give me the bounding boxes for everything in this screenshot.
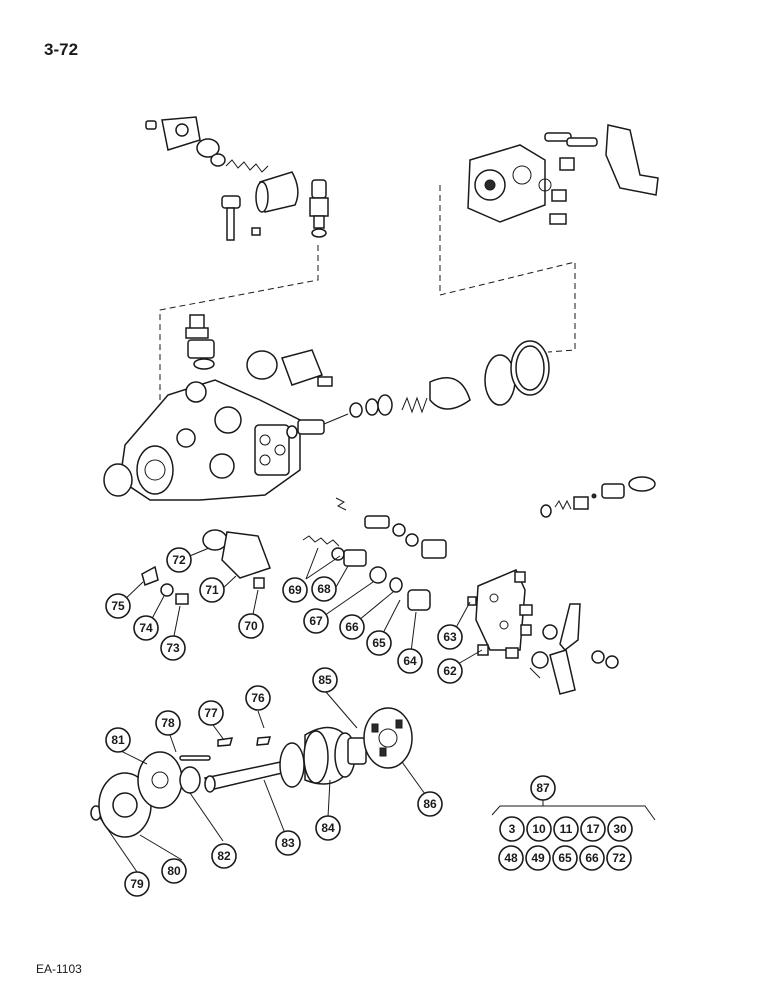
svg-text:67: 67 <box>309 614 323 628</box>
callout-68: 68 <box>311 576 337 602</box>
kit-item-10: 10 <box>526 816 552 842</box>
svg-text:72: 72 <box>172 553 186 567</box>
control-shaft-group <box>286 340 550 439</box>
callout-80: 80 <box>161 858 187 884</box>
callout-82: 82 <box>211 843 237 869</box>
svg-text:63: 63 <box>443 630 457 644</box>
svg-text:66: 66 <box>585 851 599 865</box>
svg-text:75: 75 <box>111 599 125 613</box>
callout-70: 70 <box>238 613 264 639</box>
svg-text:48: 48 <box>504 851 518 865</box>
assembly-guide-lines <box>159 185 576 425</box>
svg-text:87: 87 <box>536 781 550 795</box>
callout-72: 72 <box>166 547 192 573</box>
kit-item-48: 48 <box>498 845 524 871</box>
page-number: 3-72 <box>44 40 79 59</box>
kit-item-49: 49 <box>525 845 551 871</box>
svg-text:66: 66 <box>345 620 359 634</box>
plate-and-fitting-group <box>141 529 271 605</box>
callout-87: 87 <box>530 775 556 801</box>
svg-text:65: 65 <box>558 851 572 865</box>
svg-text:64: 64 <box>403 654 417 668</box>
svg-text:78: 78 <box>161 716 175 730</box>
pump-housing <box>103 314 333 501</box>
callout-76: 76 <box>245 685 271 711</box>
svg-text:30: 30 <box>613 822 627 836</box>
callout-85: 85 <box>312 667 338 693</box>
governor-valve-group <box>145 116 329 241</box>
governor-lever-group <box>467 569 619 695</box>
callout-84: 84 <box>315 815 341 841</box>
callout-64: 64 <box>397 648 423 674</box>
callout-86: 86 <box>417 791 443 817</box>
svg-text:49: 49 <box>531 851 545 865</box>
svg-text:81: 81 <box>111 733 125 747</box>
svg-text:70: 70 <box>244 619 258 633</box>
callout-81: 81 <box>105 727 131 753</box>
kit-callout-87: 87 3 10 11 17 30 48 49 65 66 72 <box>498 775 633 871</box>
callout-69: 69 <box>282 577 308 603</box>
callout-79: 79 <box>124 871 150 897</box>
svg-text:65: 65 <box>372 636 386 650</box>
svg-text:72: 72 <box>612 851 626 865</box>
callout-67: 67 <box>303 608 329 634</box>
svg-text:10: 10 <box>532 822 546 836</box>
kit-item-11: 11 <box>553 816 579 842</box>
kit-item-17: 17 <box>580 816 606 842</box>
svg-text:68: 68 <box>317 582 331 596</box>
svg-text:82: 82 <box>217 849 231 863</box>
cover-plate-group <box>467 124 659 225</box>
callout-66: 66 <box>339 614 365 640</box>
callout-78: 78 <box>155 710 181 736</box>
drive-shaft-group <box>90 707 413 838</box>
callout-83: 83 <box>275 830 301 856</box>
kit-item-65: 65 <box>552 845 578 871</box>
kit-item-3: 3 <box>499 816 525 842</box>
callout-75: 75 <box>105 593 131 619</box>
svg-text:80: 80 <box>167 864 181 878</box>
callout-63: 63 <box>437 624 463 650</box>
svg-text:86: 86 <box>423 797 437 811</box>
svg-text:84: 84 <box>321 821 335 835</box>
svg-text:62: 62 <box>443 664 457 678</box>
callout-65: 65 <box>366 630 392 656</box>
callout-71: 71 <box>199 577 225 603</box>
figure-code: EA-1103 <box>36 962 82 976</box>
callout-62: 62 <box>437 658 463 684</box>
kit-item-72: 72 <box>606 845 632 871</box>
callout-73: 73 <box>160 635 186 661</box>
callout-77: 77 <box>198 700 224 726</box>
svg-text:83: 83 <box>281 836 295 850</box>
svg-text:74: 74 <box>139 621 153 635</box>
check-valve-group <box>540 476 656 518</box>
kit-item-30: 30 <box>607 816 633 842</box>
svg-text:69: 69 <box>288 583 302 597</box>
delivery-valve-group <box>302 497 447 611</box>
svg-text:11: 11 <box>560 822 573 836</box>
svg-text:73: 73 <box>166 641 180 655</box>
svg-text:17: 17 <box>586 822 600 836</box>
svg-text:71: 71 <box>205 583 219 597</box>
svg-text:3: 3 <box>509 822 516 836</box>
svg-text:76: 76 <box>251 691 265 705</box>
svg-text:77: 77 <box>204 706 218 720</box>
svg-text:79: 79 <box>130 877 144 891</box>
callout-74: 74 <box>133 615 159 641</box>
kit-item-66: 66 <box>579 845 605 871</box>
svg-text:85: 85 <box>318 673 332 687</box>
